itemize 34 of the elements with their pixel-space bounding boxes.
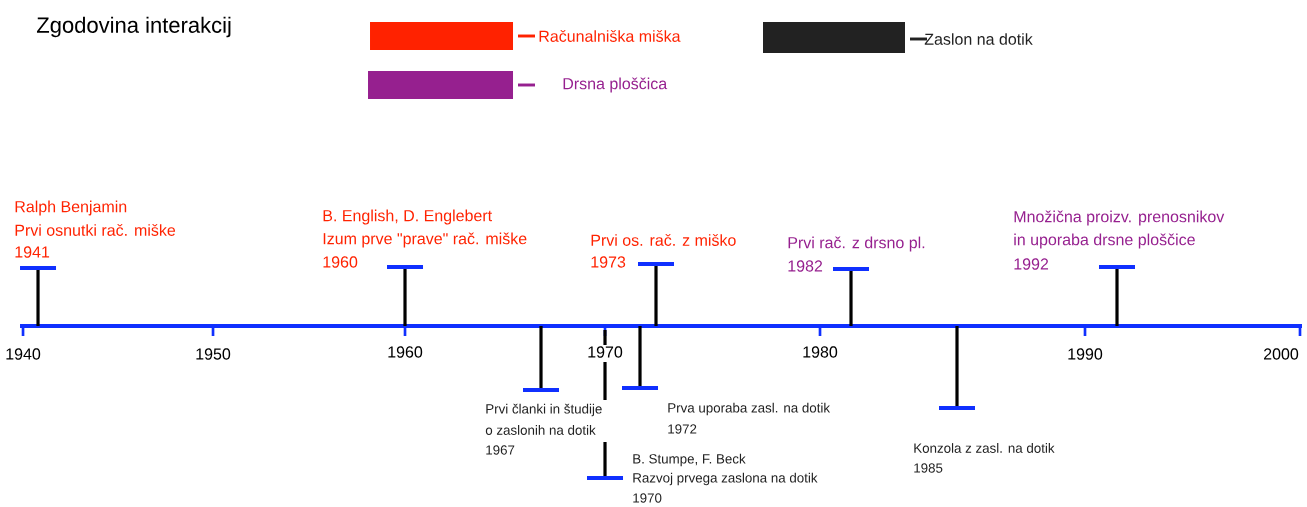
event-label: 1972: [668, 424, 697, 434]
title: Zgodovina interakcij: [37, 16, 231, 38]
legend-label: Zaslon na dotik: [924, 33, 1033, 45]
legend-label: Drsna ploščica: [563, 77, 668, 93]
event-label: 1967: [486, 445, 515, 455]
event-label: 1970: [633, 493, 662, 503]
year-label: 1960: [388, 346, 423, 358]
event-label: 1941: [15, 246, 50, 258]
year-label: 1990: [1068, 348, 1103, 360]
event-label: Razvoj prvega zaslona na dotik: [633, 472, 818, 486]
year-label: 1950: [196, 348, 231, 360]
event-label: Prvi osnutki rač. miške: [15, 224, 176, 236]
event-label: Konzola z zasl. na dotik: [914, 443, 1055, 453]
event-label: B. English, D. Englebert: [323, 209, 492, 225]
event-label: Ralph Benjamin: [15, 200, 127, 216]
event-label: 1985: [914, 463, 943, 473]
event-label: Množična proizv. prenosnikov: [1014, 210, 1225, 226]
event-label: 1960: [323, 256, 358, 268]
event-label: 1973: [591, 256, 626, 268]
year-label: 1940: [6, 348, 41, 360]
year-label: 1970: [588, 346, 623, 358]
year-label: 1980: [803, 346, 838, 358]
event-label: o zaslonih na dotik: [485, 425, 596, 435]
event-label: Prvi članki in študije: [486, 403, 602, 417]
event-label: Prva uporaba zasl. na dotik: [668, 402, 831, 416]
legend-label: Računalniška miška: [539, 30, 681, 42]
year-label: 2000: [1264, 348, 1299, 360]
event-label: Izum prve "prave" rač. miške: [323, 232, 527, 248]
event-label: in uporaba drsne ploščice: [1014, 233, 1195, 249]
event-label: B. Stumpe, F. Beck: [633, 453, 746, 467]
event-label: 1982: [788, 260, 823, 272]
event-label: 1992: [1014, 258, 1049, 270]
event-label: Prvi rač. z drsno pl.: [788, 236, 925, 252]
event-label: Prvi os. rač. z miško: [591, 234, 736, 246]
